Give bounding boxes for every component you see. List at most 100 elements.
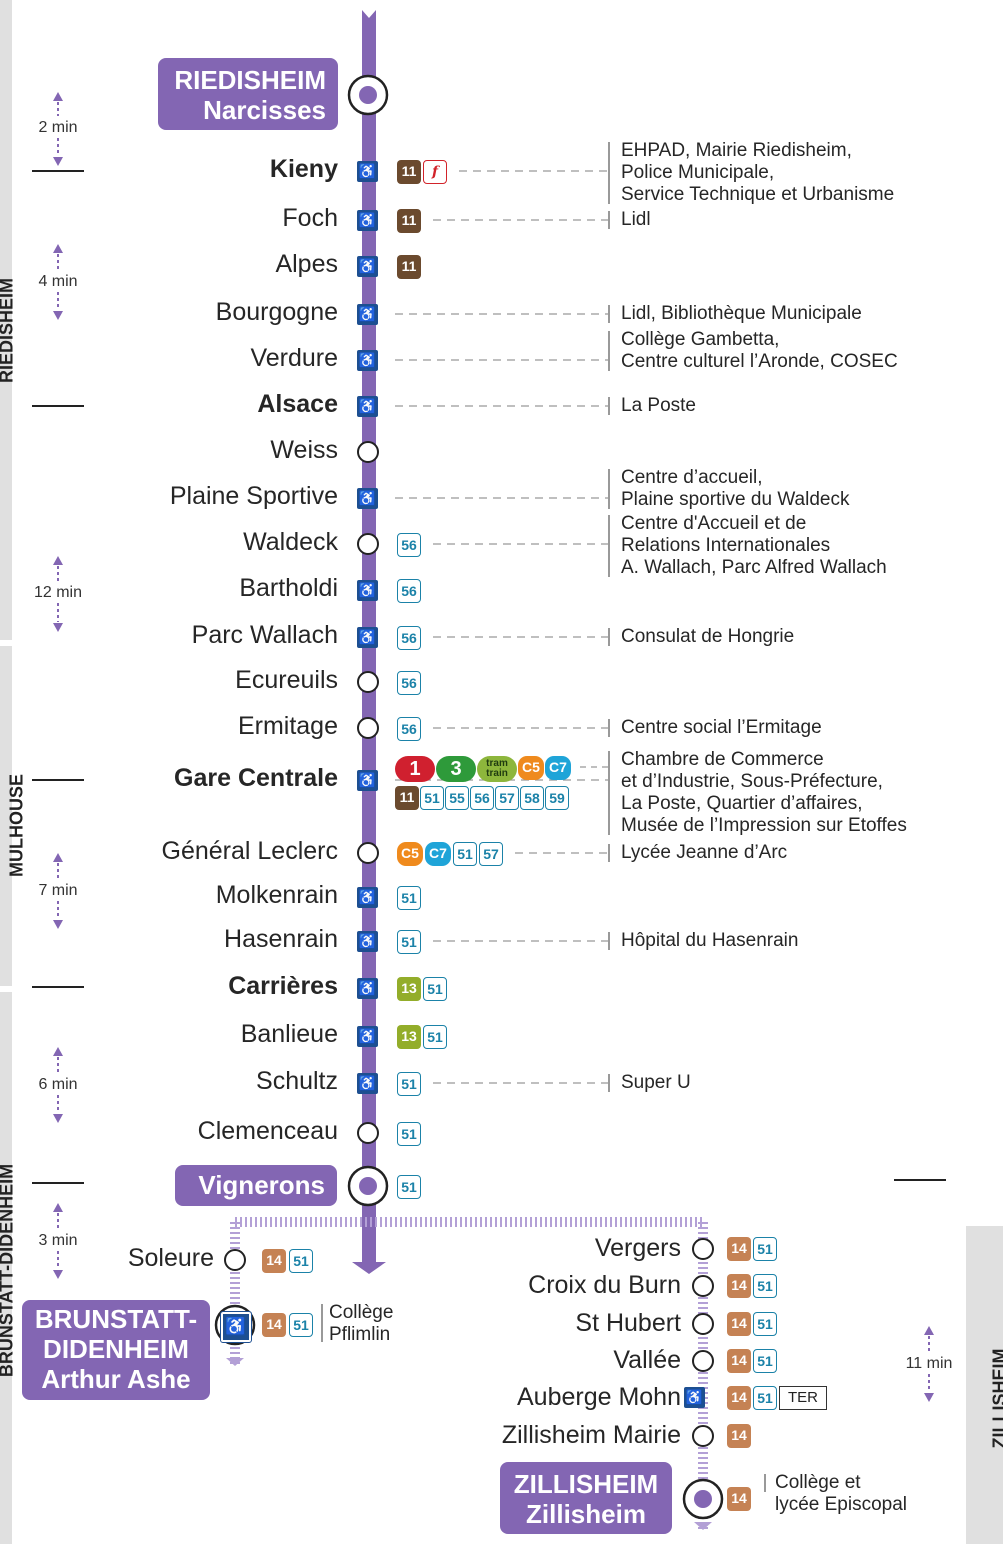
- route-badge-56: 56: [397, 533, 421, 557]
- poi-text: Centre social l’Ermitage: [621, 717, 822, 738]
- travel-time: 3 min: [38, 1232, 78, 1249]
- terminal-stop-dot: [359, 1177, 377, 1195]
- poi-text: Centre d'Accueil et de Relations Interna…: [621, 513, 887, 578]
- stop-name: Weiss: [270, 436, 338, 464]
- travel-time: 4 min: [38, 273, 78, 290]
- arrow-up-icon: [53, 244, 63, 253]
- stop-name: Kieny: [269, 155, 338, 183]
- stop-name: Vallée: [613, 1346, 681, 1374]
- stop-marker: [692, 1275, 714, 1297]
- wheelchair-icon: ♿: [357, 396, 378, 417]
- arrow-up-icon: [53, 92, 63, 101]
- stop-name: Parc Wallach: [191, 621, 338, 649]
- route-badge-11: 11: [397, 160, 421, 184]
- route-badge-13: 13: [397, 1025, 421, 1049]
- route-badge-14: 14: [262, 1313, 286, 1337]
- stop-name: Général Leclerc: [161, 837, 338, 865]
- route-badge-56: 56: [397, 717, 421, 741]
- poi-text: Hôpital du Hasenrain: [621, 930, 799, 951]
- stop-marker: [692, 1350, 714, 1372]
- wheelchair-icon: ♿: [357, 931, 378, 952]
- arrow-up-icon: [53, 1047, 63, 1056]
- stop-name: Banlieue: [240, 1020, 338, 1048]
- route-badge-51: 51: [289, 1249, 313, 1273]
- arrow-up-icon: [53, 1203, 63, 1212]
- route-badge-57: 57: [495, 786, 519, 810]
- route-badge-51: 51: [753, 1349, 777, 1373]
- arrow-down-icon: [53, 1114, 63, 1123]
- travel-time: 7 min: [38, 882, 78, 899]
- wheelchair-icon: ♿: [357, 978, 378, 999]
- stop-name: Croix du Burn: [528, 1271, 681, 1299]
- route-badge-f: f: [423, 160, 447, 184]
- route-badge-C7: C7: [425, 842, 451, 866]
- route-badge-14: 14: [727, 1386, 751, 1410]
- route-badge-TER: TER: [779, 1386, 827, 1410]
- stop-name: Bourgogne: [215, 298, 338, 326]
- terminal-zillisheim: ZILLISHEIM Zillisheim: [500, 1462, 672, 1534]
- wheelchair-icon: ♿: [357, 627, 378, 648]
- wheelchair-icon: ♿: [357, 161, 378, 182]
- route-badge-51: 51: [397, 1122, 421, 1146]
- route-badge-51: 51: [289, 1313, 313, 1337]
- route-badge-51: 51: [397, 1175, 421, 1199]
- route-badge-56: 56: [397, 626, 421, 650]
- poi-text: Lidl, Bibliothèque Municipale: [621, 303, 862, 324]
- wheelchair-icon: ♿: [357, 210, 378, 231]
- sector-label-zillisheim: ZILLISHEIM: [989, 1348, 1003, 1449]
- poi-text: Collège Pflimlin: [329, 1302, 394, 1345]
- stop-marker: [357, 533, 379, 555]
- sector-label-mulhouse: MULHOUSE: [6, 774, 27, 877]
- travel-time: 2 min: [38, 119, 78, 136]
- route-badge-14: 14: [727, 1237, 751, 1261]
- stop-name: Molkenrain: [215, 881, 338, 909]
- route-badge-11: 11: [397, 255, 421, 279]
- branch-left-arrow: [226, 1358, 244, 1366]
- wheelchair-icon: ♿: [357, 488, 378, 509]
- travel-time: 12 min: [33, 584, 83, 601]
- terminal-stop-dot: [359, 86, 377, 104]
- route-badge-14: 14: [727, 1312, 751, 1336]
- poi-text: Lycée Jeanne d’Arc: [621, 842, 788, 863]
- wheelchair-icon: ♿: [357, 1026, 378, 1047]
- poi-text: Super U: [621, 1072, 691, 1093]
- travel-time: 6 min: [38, 1076, 78, 1093]
- stop-name: Ermitage: [237, 712, 338, 740]
- route-badge-56: 56: [397, 671, 421, 695]
- stop-marker: [357, 1122, 379, 1144]
- stop-name: Foch: [282, 204, 338, 232]
- poi-text: Collège et lycée Episcopal: [775, 1472, 908, 1515]
- route-badge-tram-train: tram train: [477, 756, 517, 782]
- route-badge-51: 51: [753, 1274, 777, 1298]
- terminal-stop-dot: [694, 1490, 712, 1508]
- stop-name: Soleure: [127, 1244, 214, 1272]
- wheelchair-icon: ♿: [220, 1311, 252, 1343]
- arrow-down-icon: [924, 1393, 934, 1402]
- route-badge-51: 51: [453, 842, 477, 866]
- poi-text: Consulat de Hongrie: [621, 626, 795, 647]
- route-badge-C5: C5: [518, 756, 544, 780]
- stop-name: Waldeck: [243, 528, 338, 556]
- route-badge-14: 14: [727, 1349, 751, 1373]
- route-badge-14: 14: [262, 1249, 286, 1273]
- stop-name: Plaine Sportive: [169, 482, 338, 510]
- route-badge-51: 51: [397, 930, 421, 954]
- sector-bar-brunstatt: [0, 992, 12, 1544]
- stop-name: Hasenrain: [224, 925, 338, 953]
- stop-name: Alpes: [275, 250, 338, 278]
- stop-marker: [357, 671, 379, 693]
- stop-name: Auberge Mohn: [516, 1383, 681, 1411]
- sector-label-riedisheim: RIEDISHEIM: [0, 278, 17, 384]
- route-badge-56: 56: [397, 579, 421, 603]
- route-badge-51: 51: [753, 1312, 777, 1336]
- branch-right-arrow: [694, 1522, 712, 1530]
- stop-name: Carrières: [228, 972, 338, 1000]
- poi-text: EHPAD, Mairie Riedisheim, Police Municip…: [621, 140, 895, 205]
- route-badge-51: 51: [423, 1025, 447, 1049]
- route-badge-14: 14: [727, 1424, 751, 1448]
- poi-text: Collège Gambetta, Centre culturel l’Aron…: [621, 329, 898, 372]
- sector-bar-riedisheim: [0, 0, 12, 640]
- stop-marker: [692, 1238, 714, 1260]
- arrow-down-icon: [53, 920, 63, 929]
